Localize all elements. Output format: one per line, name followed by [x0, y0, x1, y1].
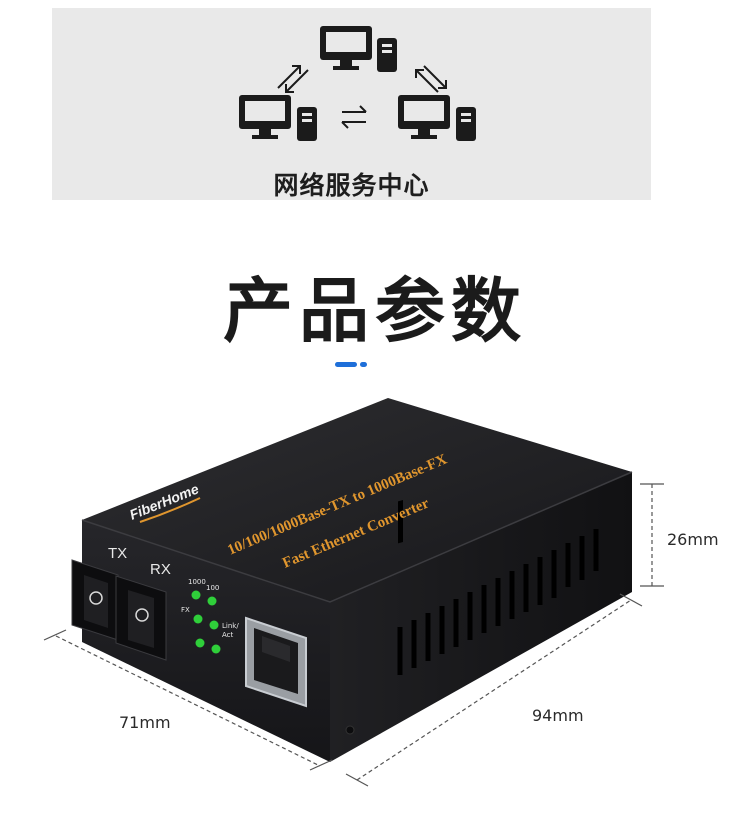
length-dimension: 94mm	[532, 706, 584, 725]
device-side-face	[330, 472, 632, 762]
brand-swoosh	[139, 497, 201, 523]
device-top-face	[82, 398, 632, 602]
led-indicator	[193, 614, 203, 624]
led-link-label: Link/	[222, 622, 239, 630]
led-indicator	[207, 596, 217, 606]
accent-dot	[360, 362, 367, 367]
height-dimension: 26mm	[667, 530, 719, 549]
dimension-guides	[43, 483, 664, 787]
led-act-label: Act	[222, 631, 234, 639]
port-rx-label: RX	[150, 561, 171, 578]
vent-slots	[397, 529, 599, 675]
port-tx-label: TX	[108, 545, 127, 562]
screw	[345, 725, 355, 735]
led-indicator	[195, 638, 205, 648]
device-front-face	[82, 520, 330, 762]
side-vents	[398, 500, 403, 544]
fiber-port-rx[interactable]	[115, 575, 167, 661]
rj45-port[interactable]	[245, 616, 307, 708]
led-1000-label: 1000	[188, 578, 206, 586]
status-leds	[191, 590, 221, 654]
led-indicator	[191, 590, 201, 600]
network-diagram	[239, 26, 476, 141]
network-service-banner: 网络服务中心	[52, 8, 651, 200]
page-title: 产品参数	[223, 270, 527, 352]
accent-bar	[335, 362, 357, 367]
computer-icon	[320, 26, 397, 72]
led-indicator	[211, 644, 221, 654]
led-fx-label: FX	[181, 606, 190, 614]
led-100-label: 100	[206, 584, 219, 592]
computer-icon	[398, 95, 476, 141]
width-dimension: 71mm	[119, 713, 171, 732]
led-indicator	[209, 620, 219, 630]
product-illustration: FiberHome 10/100/1000Base-TX to 1000Base…	[43, 398, 664, 787]
fiber-port-tx[interactable]	[71, 559, 119, 641]
banner-label: 网络服务中心	[273, 171, 430, 200]
arrows-icon	[277, 65, 447, 129]
computer-icon	[239, 95, 317, 141]
